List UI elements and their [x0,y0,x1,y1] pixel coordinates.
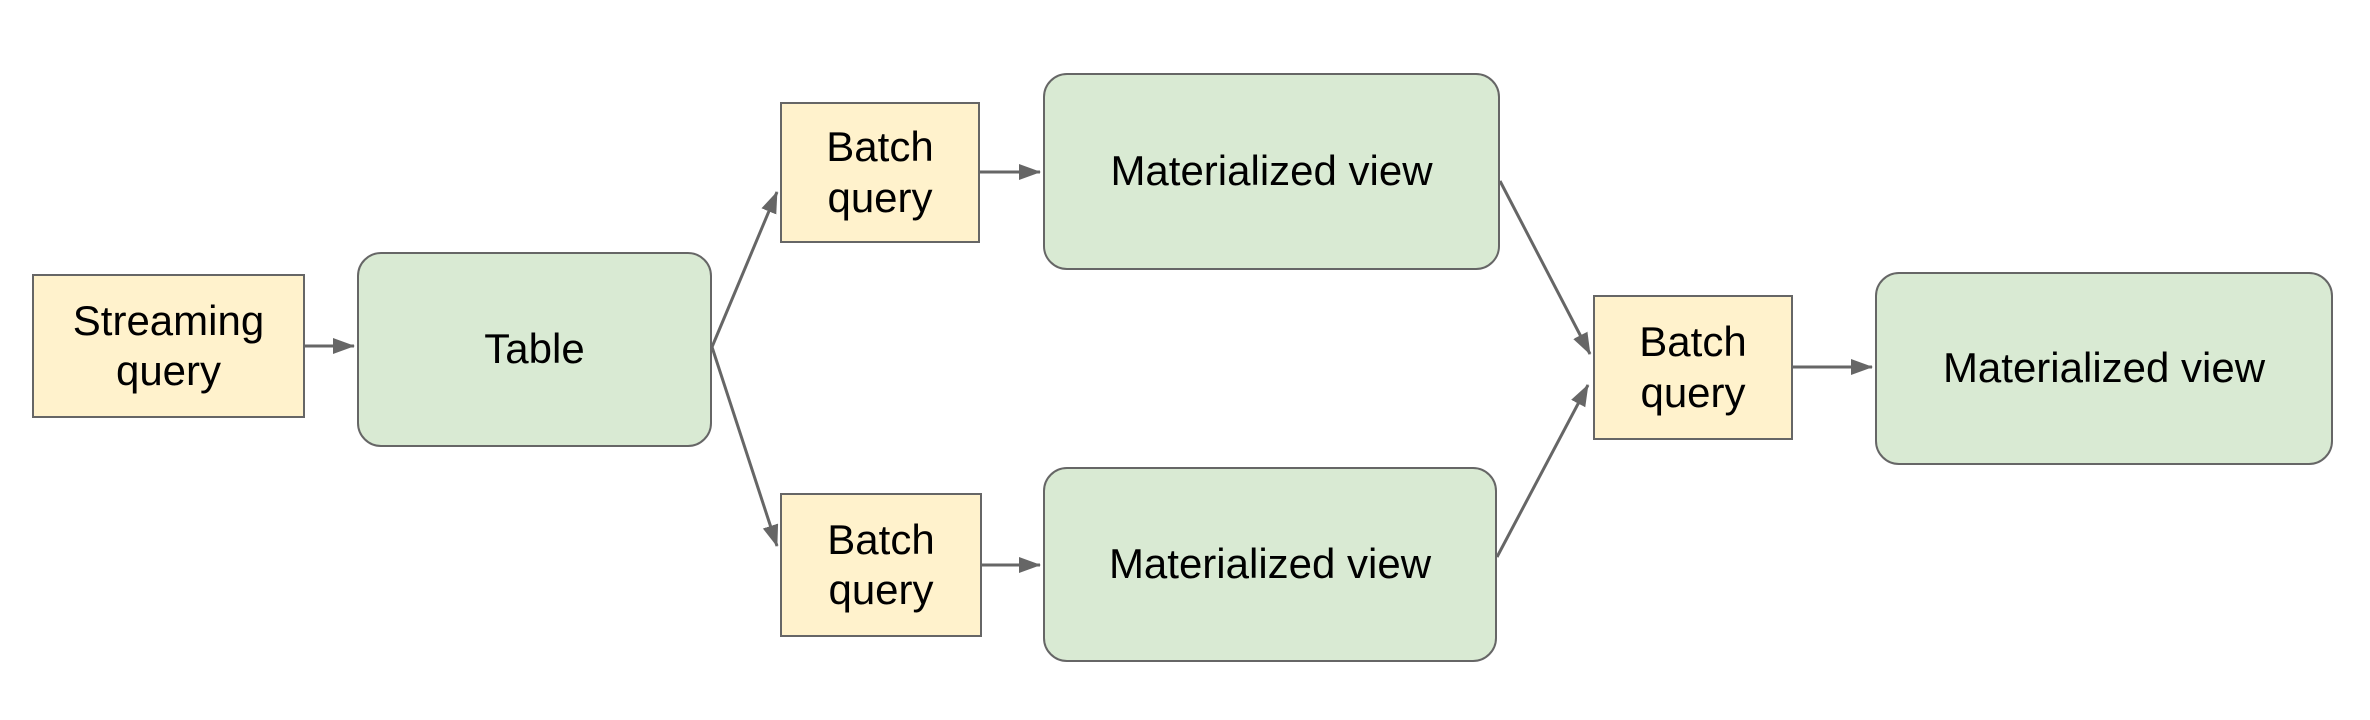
node-table-label: Table [484,325,585,373]
node-materialized-view-top: Materialized view [1043,73,1500,270]
node-batch-query-bottom: Batch query [780,493,982,637]
node-materialized-view-right: Materialized view [1875,272,2333,465]
edge-table-to-batch-query-top [710,191,779,348]
node-streaming-query: Streaming query [32,274,305,418]
node-batch-query-right-label: Batch query [1639,318,1747,416]
node-materialized-view-bottom-label: Materialized view [1108,540,1432,588]
node-batch-query-bottom-label: Batch query [827,515,935,613]
node-streaming-query-label: Streaming query [72,296,265,394]
edge-table-to-batch-query-bottom [710,346,779,547]
node-batch-query-top-label: Batch query [826,123,934,221]
node-materialized-view-right-label: Materialized view [1942,344,2266,392]
edge-mat-view-top-to-batch-query-right [1498,180,1592,355]
node-batch-query-top: Batch query [780,102,980,243]
node-materialized-view-bottom: Materialized view [1043,467,1497,662]
edge-mat-view-bottom-to-batch-query-right [1495,384,1590,558]
node-materialized-view-top-label: Materialized view [1110,147,1433,195]
node-batch-query-right: Batch query [1593,295,1793,440]
node-table: Table [357,252,712,447]
